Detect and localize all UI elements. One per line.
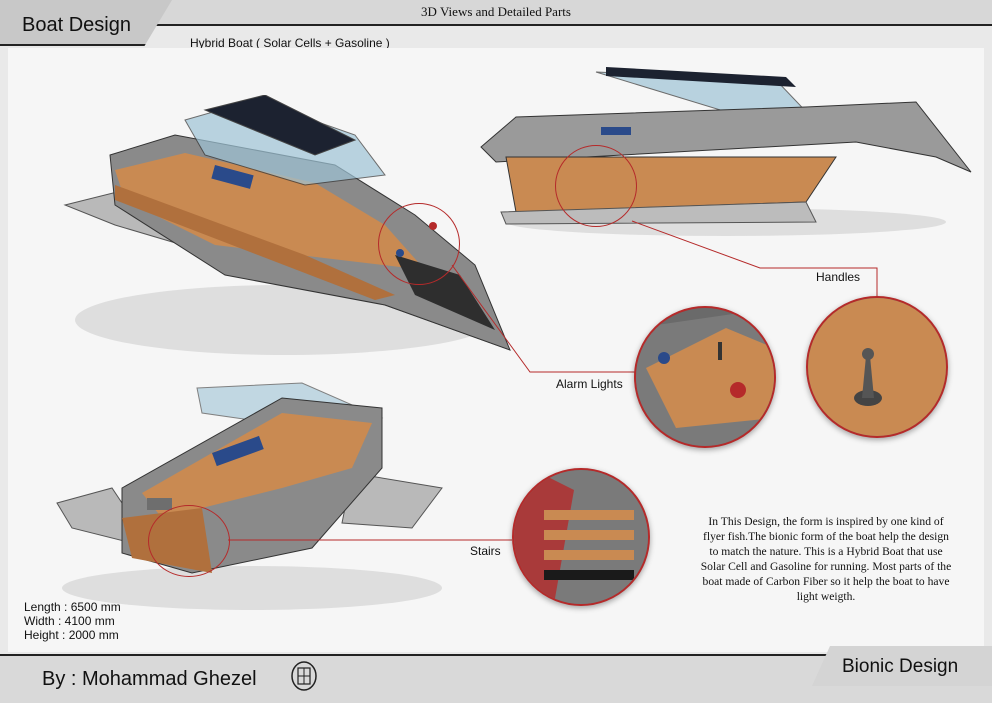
section-tab: Boat Design	[0, 0, 172, 46]
stairs-detail	[512, 468, 650, 606]
spec-width: Width : 4100 mm	[24, 614, 115, 628]
design-description: In This Design, the form is inspired by …	[700, 515, 952, 603]
university-logo-icon	[291, 661, 317, 691]
project-title: Bionic Design	[842, 656, 959, 677]
alarm-lights-detail	[634, 306, 776, 448]
handles-detail	[806, 296, 948, 438]
author-name: By : Mohammad Ghezel	[42, 668, 257, 690]
stairs-highlight	[148, 505, 230, 577]
boat-view-front-left	[63, 95, 511, 355]
section-title: Boat Design	[22, 14, 131, 36]
stairs-label: Stairs	[470, 544, 501, 558]
top-title: 3D Views and Detailed Parts	[421, 4, 571, 19]
project-tab: Bionic Design	[812, 646, 992, 686]
spec-length: Length : 6500 mm	[24, 600, 121, 614]
handles-label: Handles	[816, 270, 861, 284]
alarm-lights-label: Alarm Lights	[556, 377, 623, 391]
spec-height: Height : 2000 mm	[24, 628, 119, 642]
alarm-lights-highlight	[378, 203, 460, 285]
subtitle: Hybrid Boat ( Solar Cells + Gasoline )	[190, 36, 390, 50]
handles-highlight	[555, 145, 637, 227]
